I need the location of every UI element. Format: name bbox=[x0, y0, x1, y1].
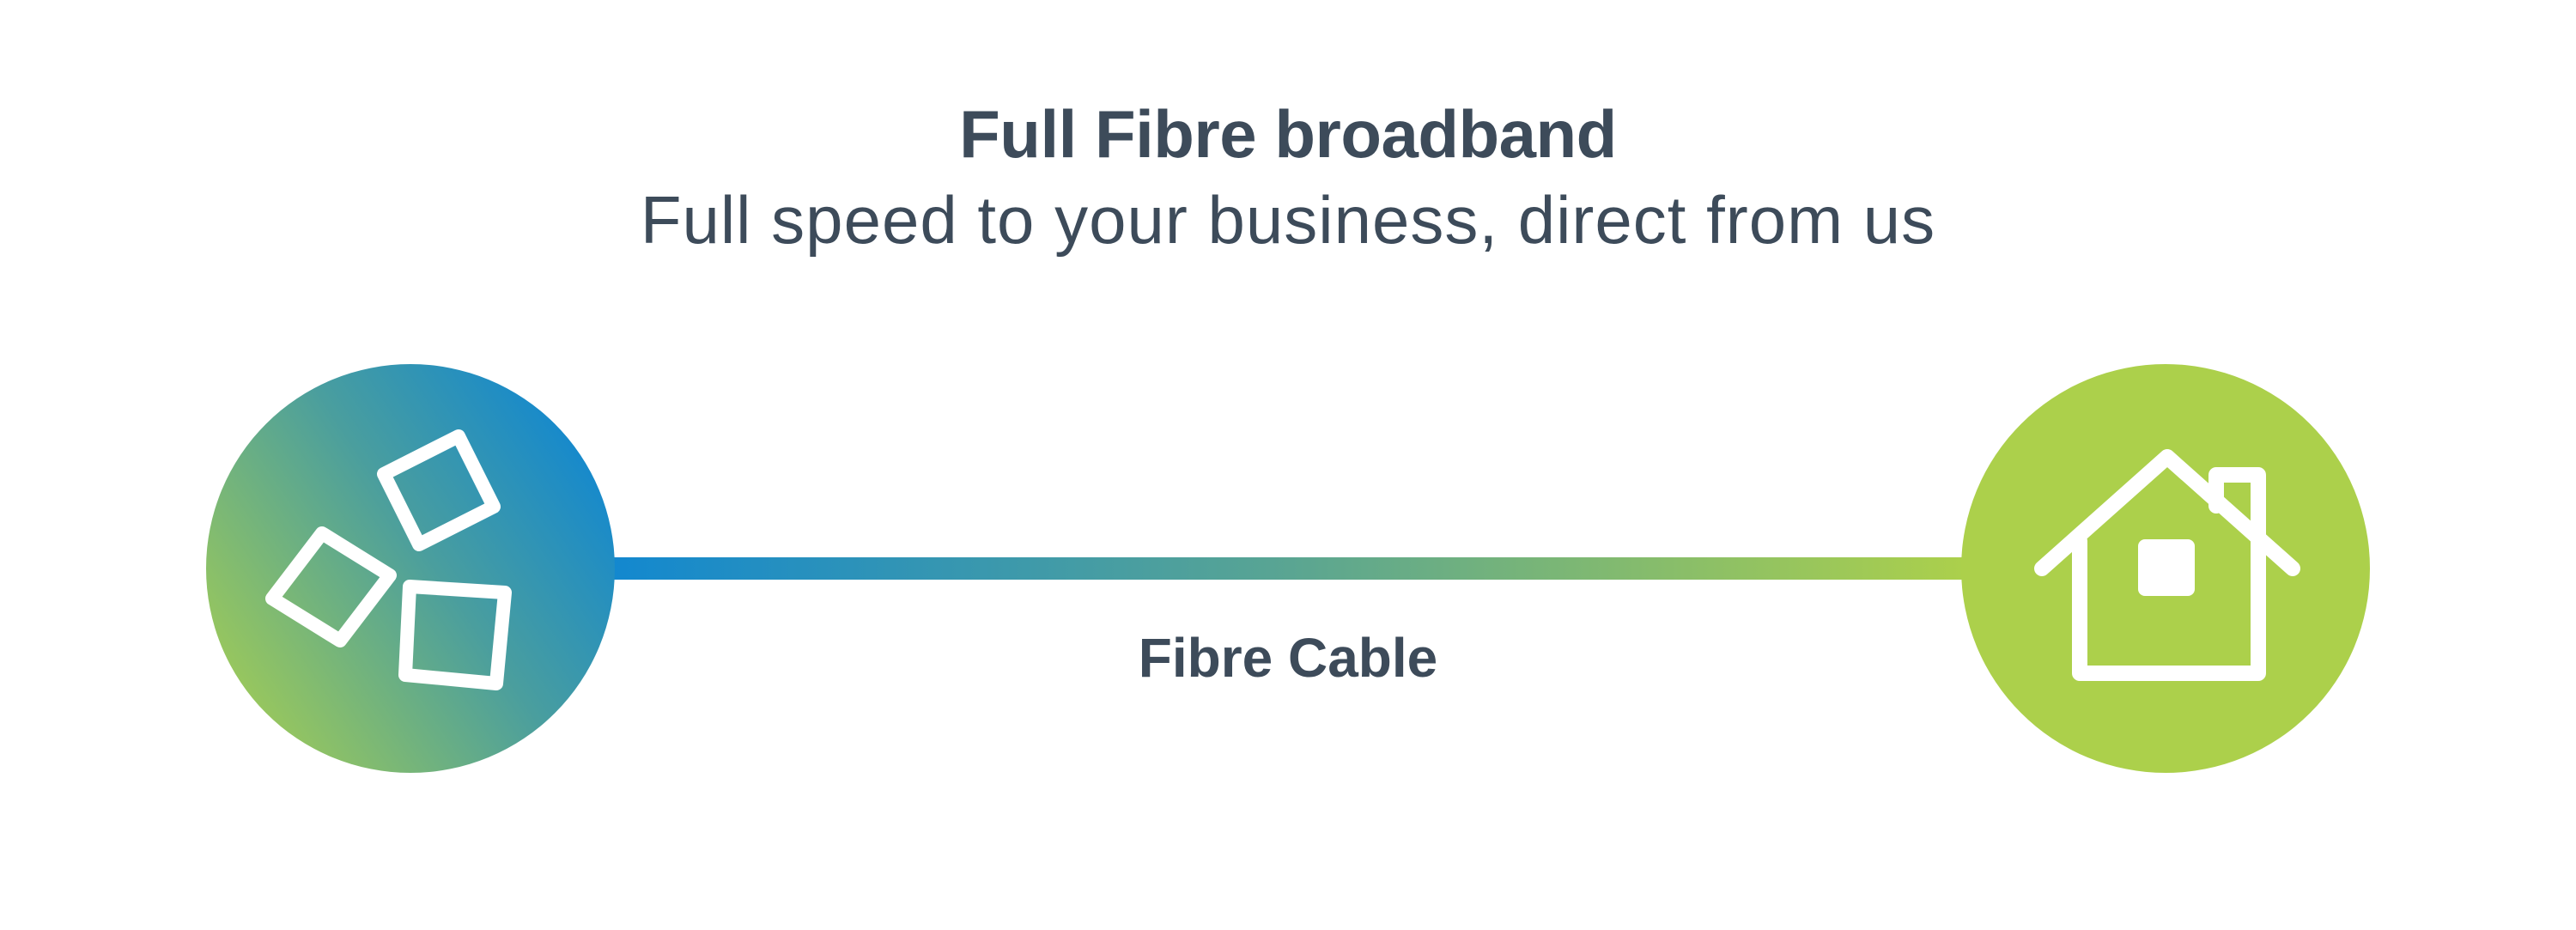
page-subtitle: Full speed to your business, direct from… bbox=[640, 182, 1936, 258]
destination-node bbox=[1961, 364, 2370, 773]
house-icon bbox=[2034, 449, 2300, 681]
house-window-icon bbox=[2138, 539, 2195, 596]
fibre-cable-line bbox=[601, 557, 1975, 580]
source-node bbox=[206, 364, 615, 773]
page-title: Full Fibre broadband bbox=[959, 96, 1617, 172]
fibre-cable-label: Fibre Cable bbox=[1138, 627, 1438, 689]
network-cubes-icon bbox=[265, 429, 512, 690]
